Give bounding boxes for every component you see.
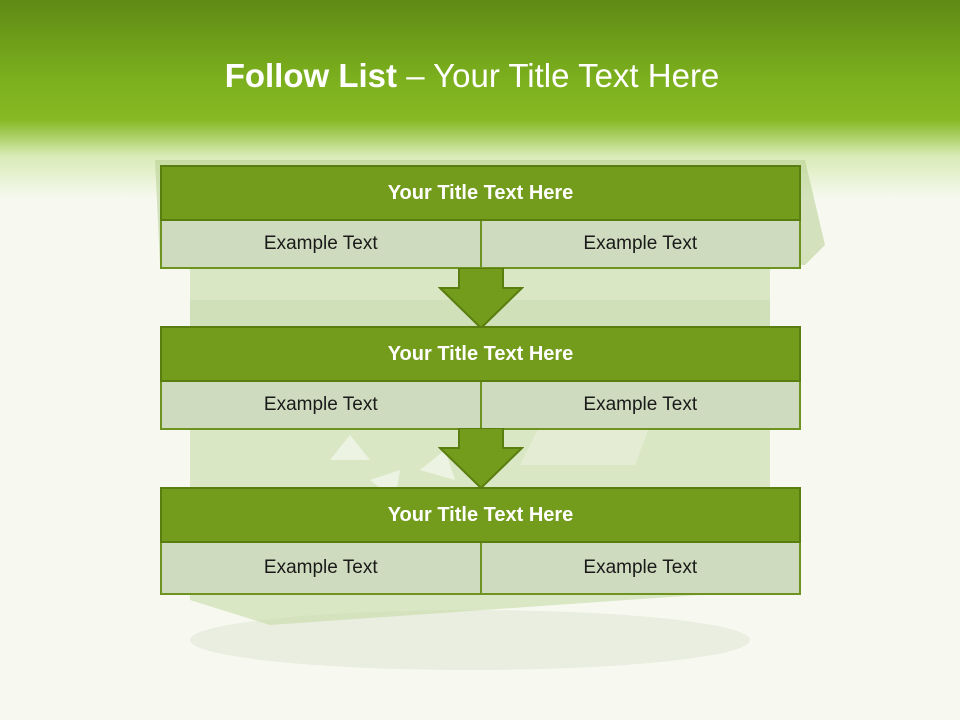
step-block-2: Your Title Text Here Example Text Exampl… (160, 326, 801, 430)
step-title: Your Title Text Here (160, 326, 801, 382)
step-cell-left: Example Text (160, 382, 482, 430)
step-title: Your Title Text Here (160, 487, 801, 543)
step-cell-left: Example Text (160, 221, 482, 269)
step-cell-right: Example Text (479, 382, 801, 430)
slide-title: Follow List – Your Title Text Here (0, 52, 944, 100)
step-cell-right: Example Text (479, 543, 801, 595)
down-arrow-icon (438, 268, 524, 330)
step-cell-left: Example Text (160, 543, 482, 595)
step-block-3: Your Title Text Here Example Text Exampl… (160, 487, 801, 595)
step-title: Your Title Text Here (160, 165, 801, 221)
step-block-1: Your Title Text Here Example Text Exampl… (160, 165, 801, 269)
down-arrow-icon (438, 428, 524, 490)
step-cell-right: Example Text (479, 221, 801, 269)
title-bold: Follow List (224, 57, 398, 94)
title-rest: – Your Title Text Here (397, 57, 720, 94)
